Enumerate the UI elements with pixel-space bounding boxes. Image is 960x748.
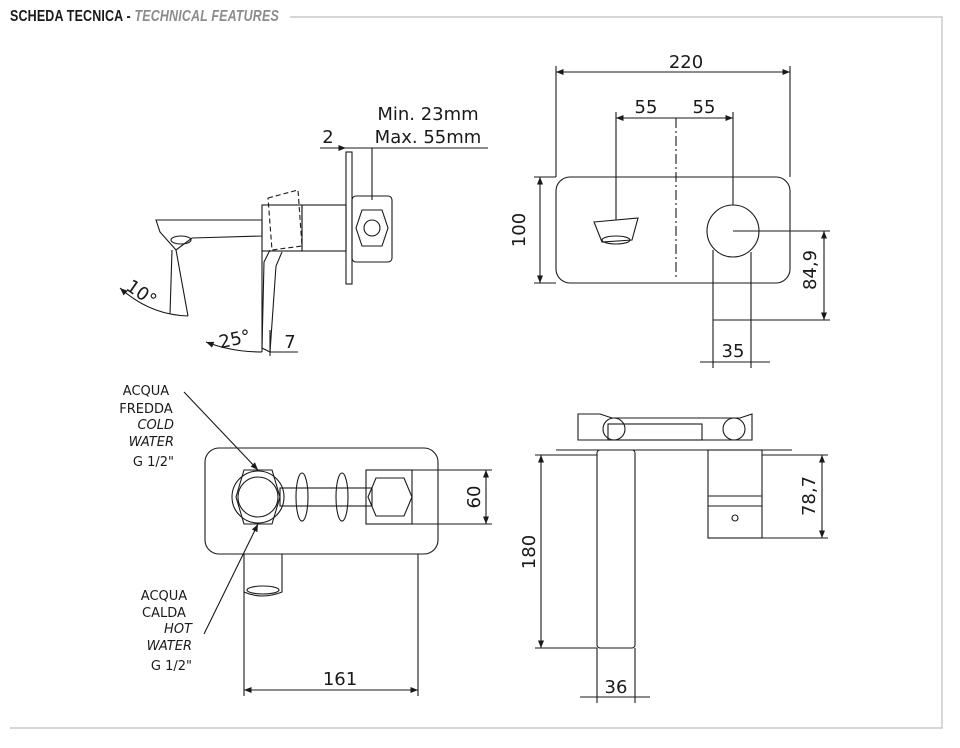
header-title: SCHEDA TECNICA <box>10 8 123 25</box>
top-spout <box>243 554 283 597</box>
cold-valve <box>235 469 281 525</box>
cartridge-cap <box>363 219 381 237</box>
label-hot-en-2: WATER <box>147 639 192 654</box>
label-wall-min: Min. 23mm <box>377 104 478 125</box>
side-section-view <box>535 413 828 703</box>
angle-ray-10 <box>175 249 189 317</box>
page-frame <box>10 16 943 729</box>
pipe-clamp-2 <box>335 472 349 522</box>
leader-cold <box>183 391 259 471</box>
connecting-pipe <box>279 487 373 507</box>
box-port-right <box>722 417 746 441</box>
top-view <box>183 391 492 696</box>
label-body-height: 78,7 <box>799 476 820 516</box>
top-lever-knob <box>231 470 285 524</box>
label-lever-offset: 7 <box>284 332 295 353</box>
header-subtitle: TECHNICAL FEATURES <box>134 8 279 25</box>
label-plate-width: 220 <box>669 52 703 73</box>
lever-hub <box>261 204 303 252</box>
label-axis-right: 55 <box>693 97 716 118</box>
label-body-depth: 60 <box>464 486 485 509</box>
top-spout-aerator <box>246 585 280 595</box>
section-set-screw <box>731 514 739 522</box>
section-body <box>707 449 763 539</box>
label-hot-it-1: ACQUA <box>141 589 187 604</box>
angle-arc-25 <box>205 341 263 353</box>
outlet-aerator <box>601 235 631 245</box>
top-lever-knob-inner <box>237 476 279 518</box>
wall-plate <box>345 151 353 285</box>
label-plate-thickness: 2 <box>322 127 333 148</box>
hot-valve <box>367 477 413 517</box>
cover-plate <box>555 176 791 284</box>
header-title-group: SCHEDA TECNICA - TECHNICAL FEATURES <box>10 8 279 26</box>
box-port-left <box>602 417 626 441</box>
section-spout <box>596 449 636 649</box>
header-separator: - <box>122 8 135 25</box>
label-axis-left: 55 <box>635 97 658 118</box>
label-cold-en-1: COLD <box>137 418 174 433</box>
label-hot-thread: G 1/2" <box>151 659 192 674</box>
label-spout-angle: 10° <box>122 276 160 312</box>
label-hot-en-1: HOT <box>164 622 193 637</box>
label-cold-en-2: WATER <box>129 435 174 450</box>
lever-handle <box>261 249 283 353</box>
cartridge-knob <box>355 209 389 247</box>
side-view <box>119 144 488 356</box>
label-lever-angle: 25° <box>217 326 253 353</box>
page-header: SCHEDA TECNICA - TECHNICAL FEATURES <box>10 6 355 28</box>
top-plate <box>204 447 439 555</box>
label-total-length: 161 <box>323 669 357 690</box>
label-lever-width: 35 <box>722 341 745 362</box>
mixer-body <box>301 204 347 252</box>
embedded-box <box>577 413 753 441</box>
label-cold-thread: G 1/2" <box>133 455 174 470</box>
spout-aerator <box>170 235 192 245</box>
label-cold-it-2: FREDDA <box>119 402 173 417</box>
lever-front-handle <box>712 250 752 321</box>
box-label-strip <box>607 423 703 441</box>
lever-tilted <box>267 189 303 251</box>
cartridge <box>351 195 393 263</box>
spout <box>155 219 263 251</box>
label-spout-width: 36 <box>605 677 628 698</box>
label-projection: 180 <box>519 535 540 569</box>
label-hot-it-2: CALDA <box>142 606 186 621</box>
leader-hot <box>203 523 259 635</box>
angle-ext-10 <box>169 249 173 315</box>
label-wall-max: Max. 55mm <box>375 127 482 148</box>
front-view <box>534 66 830 368</box>
angle-arc-10 <box>119 287 189 317</box>
pipe-clamp-1 <box>295 472 309 522</box>
label-lever-height: 84,9 <box>800 250 821 290</box>
label-plate-height: 100 <box>509 213 530 247</box>
spout-outlet <box>593 217 639 243</box>
label-cold-it-1: ACQUA <box>123 384 169 399</box>
